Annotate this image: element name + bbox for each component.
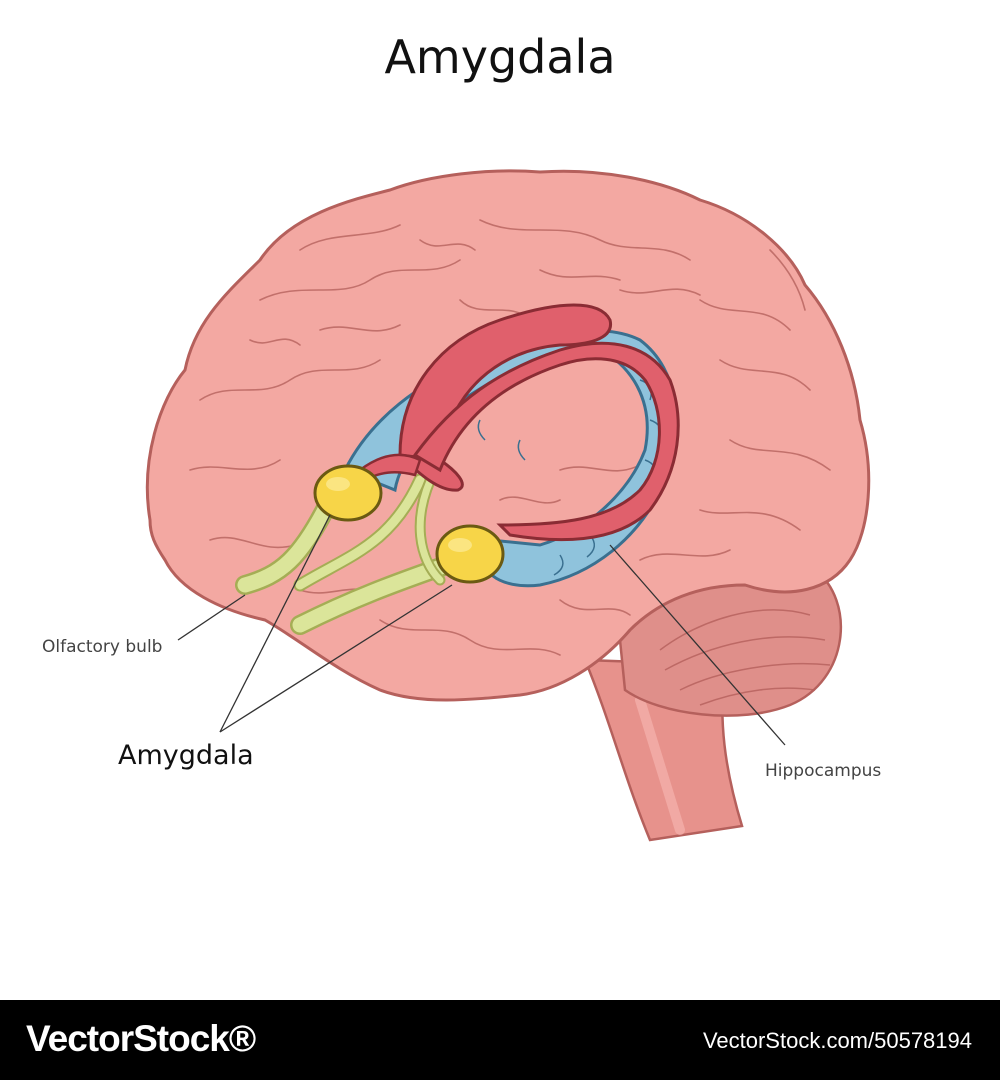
watermark-brand: VectorStock® bbox=[26, 1018, 256, 1059]
amygdala-label: Amygdala bbox=[118, 740, 254, 771]
hippocampus-label: Hippocampus bbox=[765, 761, 881, 781]
fornix bbox=[358, 303, 680, 542]
amygdala-right bbox=[435, 524, 505, 584]
olfactory-leader-line bbox=[177, 594, 246, 641]
amygdala-leader-line-2 bbox=[219, 584, 453, 733]
amygdala-left bbox=[313, 464, 383, 522]
page-title: Amygdala bbox=[384, 30, 616, 84]
watermark-bar: VectorStock® VectorStock.com/50578194 bbox=[0, 1000, 1000, 1080]
watermark-url: VectorStock.com/50578194 bbox=[702, 1028, 972, 1053]
olfactory-bulb-label: Olfactory bulb bbox=[42, 637, 162, 657]
brain-diagram: Olfactory bulb Amygdala Hippocampus bbox=[42, 169, 881, 842]
amygdala-leader-line-1 bbox=[219, 514, 331, 733]
hippocampus-leader-line bbox=[609, 544, 786, 746]
